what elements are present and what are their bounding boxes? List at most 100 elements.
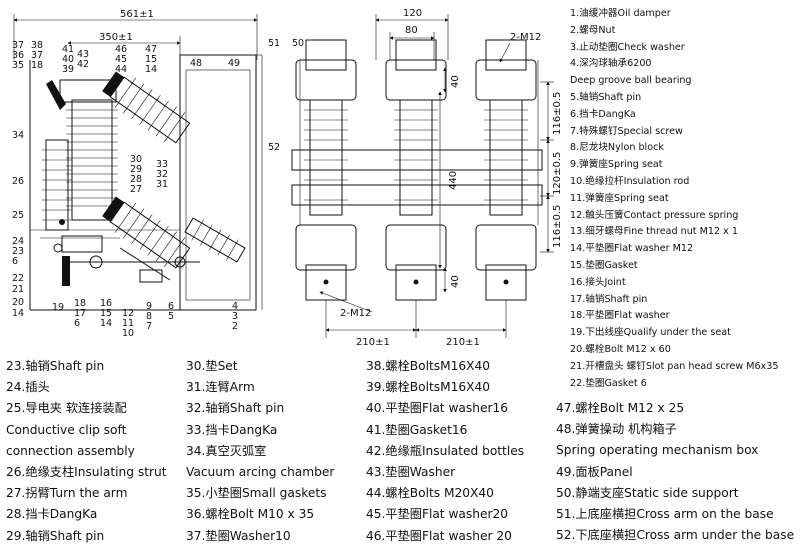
svg-text:38: 38 [31, 40, 43, 51]
svg-text:6: 6 [168, 301, 174, 312]
dim-120: 120 [403, 8, 422, 19]
svg-text:51: 51 [268, 38, 280, 49]
dim-40-top: 40 [450, 75, 461, 88]
legend-item: 44.螺栓Bolts M20X40 [366, 486, 494, 501]
legend-item: 18.平垫圈Flat washer [570, 310, 670, 322]
svg-text:49: 49 [228, 58, 240, 69]
legend-item: 34.真空灭弧室 [186, 443, 267, 458]
legend-item: 33.挡卡DangKa [186, 422, 278, 437]
dim-116-bottom: 116±0.5 [552, 205, 563, 248]
svg-text:34: 34 [12, 130, 24, 141]
svg-text:12: 12 [122, 308, 134, 319]
pole-left [295, 39, 357, 301]
svg-text:43: 43 [77, 49, 89, 60]
legend-item: 25.导电夹 软连接装配 [6, 401, 127, 416]
svg-text:46: 46 [115, 44, 127, 55]
legend-item: 5.轴销Shaft pin [570, 91, 642, 103]
svg-text:5: 5 [168, 311, 174, 322]
svg-text:15: 15 [145, 54, 157, 65]
legend-item: 6.挡卡DangKa [570, 108, 636, 120]
legend-column-3: 38.螺栓BoltsM16X40 39.螺栓BoltsM16X40 40.平垫圈… [366, 356, 524, 547]
svg-text:22: 22 [12, 273, 24, 284]
legend-item: 30.垫Set [186, 359, 238, 373]
insulating-strut [45, 139, 69, 231]
legend-column-4: 47.螺栓Bolt M12 x 25 48.弹簧操动 机构箱子 Spring o… [556, 398, 794, 546]
legend-item: 47.螺栓Bolt M12 x 25 [556, 401, 685, 415]
insulated-bottle-lower [102, 196, 191, 269]
legend-item: 20.螺栓Bolt M12 x 60 [570, 343, 671, 355]
legend-item: 4.深沟球轴承6200 [570, 58, 652, 70]
legend-item: 15.垫圈Gasket [570, 259, 638, 271]
svg-text:32: 32 [156, 169, 168, 180]
legend-item: 9.弹簧座Spring seat [570, 159, 663, 171]
legend-item: 31.连臂Arm [186, 380, 255, 395]
svg-text:30: 30 [130, 154, 142, 165]
svg-text:47: 47 [145, 44, 157, 55]
legend-item: 45.平垫圈Flat washer20 [366, 507, 508, 522]
svg-text:10: 10 [122, 328, 134, 339]
svg-text:45: 45 [115, 54, 127, 65]
legend-item: 41.垫圈Gasket16 [366, 422, 468, 437]
legend-item: 46.平垫圈Flat washer 20 [366, 528, 512, 543]
legend-item: 22.垫圈Gasket 6 [570, 377, 647, 389]
side-view-labels: 37 36 35 38 37 18 41 40 39 43 42 46 45 4… [12, 40, 240, 339]
legend-item: Spring operating mechanism box [556, 443, 759, 458]
legend-item: 12.触头压簧Contact pressure spring [570, 209, 739, 221]
insulated-bottle-upper [102, 71, 191, 144]
svg-text:24: 24 [12, 236, 24, 247]
legend-item: 24.插头 [6, 380, 50, 395]
svg-text:37: 37 [12, 40, 24, 51]
panel [185, 69, 251, 301]
legend-item: 38.螺栓BoltsM16X40 [366, 359, 490, 373]
svg-text:14: 14 [100, 318, 112, 329]
svg-text:16: 16 [100, 298, 112, 309]
dim-inner-width: 350±1 [99, 32, 133, 43]
front-view-labels: 51 50 52 [268, 38, 304, 153]
svg-text:7: 7 [146, 321, 152, 332]
dim-m12-top: 2-M12 [510, 32, 541, 43]
svg-text:8: 8 [146, 311, 152, 322]
legend-item: 21.开槽盘头 螺钉Slot pan head screw M6x35 [570, 360, 779, 372]
legend-item: 48.弹簧操动 机构箱子 [556, 422, 677, 437]
legend-item: 1.油缓冲器Oil damper [570, 8, 671, 19]
legend-bottom: 23.轴销Shaft pin 24.插头 25.导电夹 软连接装配 Conduc… [0, 356, 800, 553]
cross-arm-lower [291, 184, 543, 206]
legend-column-1: 23.轴销Shaft pin 24.插头 25.导电夹 软连接装配 Conduc… [6, 356, 167, 547]
svg-text:40: 40 [62, 54, 74, 65]
svg-text:14: 14 [145, 64, 157, 75]
svg-text:36: 36 [12, 50, 24, 61]
legend-item: 11.弹簧座Spring seat [570, 192, 669, 204]
svg-text:15: 15 [100, 308, 112, 319]
legend-item: 3.止动垫圈Check washer [570, 41, 685, 53]
svg-text:14: 14 [12, 308, 24, 319]
svg-text:42: 42 [77, 59, 89, 70]
dim-120: 120±0.5 [552, 152, 563, 195]
legend-item: Conductive clip soft [6, 422, 127, 437]
svg-text:18: 18 [31, 60, 43, 71]
legend-item: 8.尼龙块Nylon block [570, 142, 664, 154]
mechanism-box [179, 54, 257, 311]
legend-item: 28.挡卡DangKa [6, 507, 98, 522]
legend-item: 17.轴销Shaft pin [570, 293, 648, 305]
svg-text:31: 31 [156, 179, 168, 190]
legend-item: 49.面板Panel [556, 464, 633, 479]
legend-item: 40.平垫圈Flat washer16 [366, 401, 508, 416]
legend-item: 7.特殊螺钉Special screw [570, 125, 683, 137]
svg-text:27: 27 [130, 184, 142, 195]
svg-text:26: 26 [12, 176, 24, 187]
legend-item: 13.细牙螺母Fine thread nut M12 x 1 [570, 226, 738, 238]
svg-text:21: 21 [12, 284, 24, 295]
svg-text:44: 44 [115, 64, 127, 75]
svg-text:6: 6 [74, 318, 80, 329]
svg-text:2: 2 [232, 321, 238, 332]
svg-text:39: 39 [62, 64, 74, 75]
legend-item: connection assembly [6, 443, 135, 458]
svg-text:11: 11 [122, 318, 134, 329]
legend-right: 1.油缓冲器Oil damper 2.螺母Nut 3.止动垫圈Check was… [570, 6, 798, 392]
svg-text:3: 3 [232, 311, 238, 322]
legend-item: 23.轴销Shaft pin [6, 359, 105, 373]
svg-text:50: 50 [292, 38, 304, 49]
svg-text:28: 28 [130, 174, 142, 185]
svg-text:33: 33 [156, 159, 168, 170]
